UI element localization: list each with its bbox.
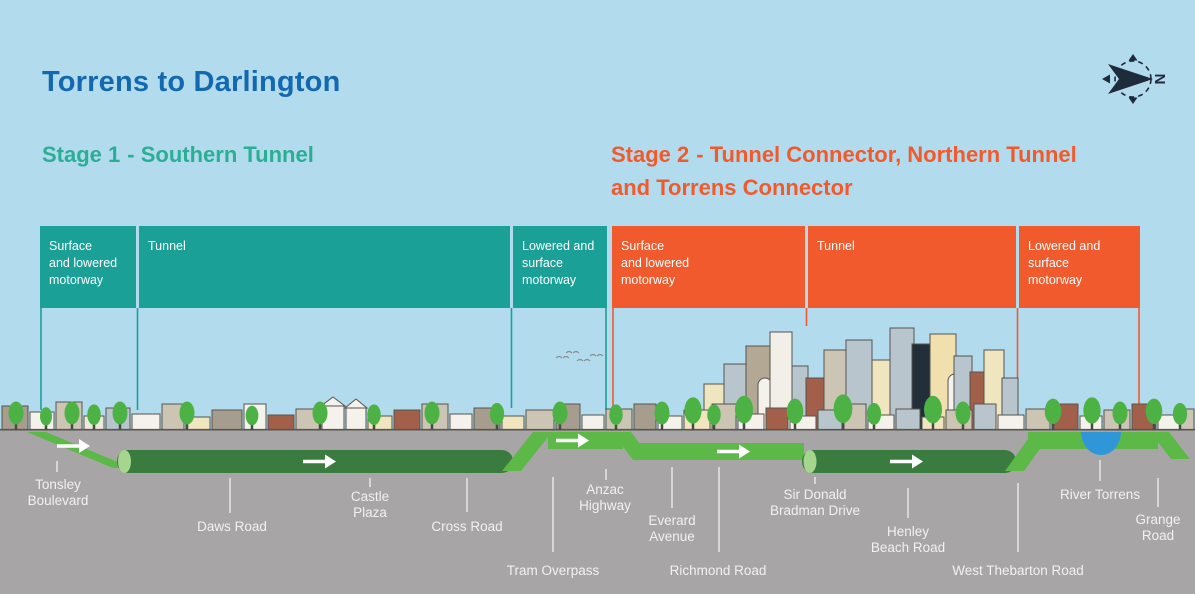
stage1-banner: Surface and lowered motorway Tunnel Lowe… bbox=[40, 226, 607, 308]
tunnel-1-portal bbox=[118, 450, 131, 473]
tunnel-2-portal bbox=[803, 450, 817, 473]
banner-seg-s1-tunnel: Tunnel bbox=[139, 226, 510, 308]
trees bbox=[8, 394, 1188, 430]
banner-seg-s1-surface-lowered: Surface and lowered motorway bbox=[40, 226, 136, 308]
banner-seg-s2-surface-lowered: Surface and lowered motorway bbox=[612, 226, 805, 308]
stage1-suffix: - Southern Tunnel bbox=[127, 142, 314, 167]
stage2-heading: Stage 2- Tunnel Connector, Northern Tunn… bbox=[611, 138, 1181, 204]
label-ticks bbox=[56, 460, 1159, 552]
page-title: Torrens to Darlington bbox=[42, 66, 341, 98]
road-label-henley-beach-road: Henley Beach Road bbox=[870, 524, 946, 555]
direction-arrows bbox=[57, 433, 923, 469]
banner-seg-s2-tunnel: Tunnel bbox=[808, 226, 1016, 308]
road-label-river-torrens: River Torrens bbox=[1059, 487, 1141, 502]
banner-seg-s1-lowered-surface: Lowered and surface motorway bbox=[513, 226, 607, 308]
stage2-banner: Surface and lowered motorway Tunnel Lowe… bbox=[612, 226, 1140, 308]
road-label-tram-overpass: Tram Overpass bbox=[506, 563, 600, 578]
stage1-label: Stage 1 bbox=[42, 142, 121, 167]
road-label-anzac-highway: Anzac Highway bbox=[579, 482, 631, 513]
banner-seg-s2-lowered-surface: Lowered and surface motorway bbox=[1019, 226, 1140, 308]
compass-needle bbox=[1108, 64, 1153, 94]
stage1-heading: Stage 1- Southern Tunnel bbox=[42, 138, 314, 171]
road-label-daws-road: Daws Road bbox=[197, 519, 267, 534]
road-label-tonsley-boulevard: Tonsley Boulevard bbox=[27, 477, 89, 508]
stage2-line2: and Torrens Connector bbox=[611, 175, 853, 200]
stage2-line1: Stage 2- Tunnel Connector, Northern Tunn… bbox=[611, 138, 1181, 171]
road-label-cross-road: Cross Road bbox=[431, 519, 503, 534]
stage2-label: Stage 2 bbox=[611, 142, 690, 167]
road-label-castle-plaza: Castle Plaza bbox=[350, 489, 390, 520]
road-label-grange-road: Grange Road bbox=[1135, 512, 1181, 543]
road-label-sir-donald-bradman: Sir Donald Bradman Drive bbox=[769, 487, 861, 518]
banner-guide-lines bbox=[40, 308, 1140, 412]
stage2-suffix: - Tunnel Connector, Northern Tunnel bbox=[696, 142, 1077, 167]
river-torrens-water bbox=[1081, 432, 1121, 455]
ramp-up-anzac bbox=[502, 432, 552, 471]
ramp-down-grange bbox=[1150, 432, 1190, 459]
north-compass-icon: N bbox=[1102, 54, 1168, 104]
road-label-richmond-road: Richmond Road bbox=[669, 563, 767, 578]
birds bbox=[555, 350, 604, 362]
road-label-everard-avenue: Everard Avenue bbox=[648, 513, 696, 544]
compass-n-label: N bbox=[1151, 74, 1168, 85]
road-label-west-thebarton-road: West Thebarton Road bbox=[952, 563, 1084, 578]
